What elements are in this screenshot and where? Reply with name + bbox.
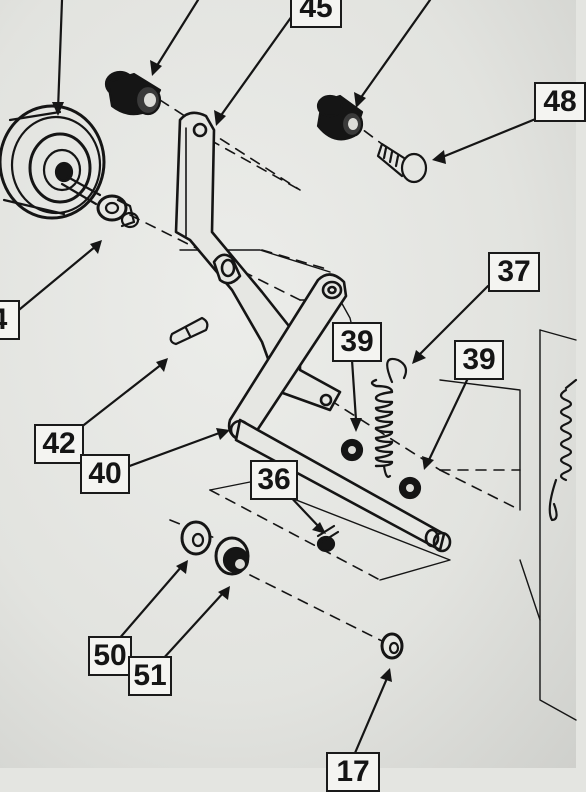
callout-label-48: 48 bbox=[534, 82, 586, 122]
callout-label-37: 37 bbox=[488, 252, 540, 292]
nut-left bbox=[340, 438, 364, 462]
callout-label-17: 17 bbox=[326, 752, 380, 792]
screw bbox=[316, 524, 340, 553]
callout-label-4: 4 bbox=[0, 300, 20, 340]
callout-label-50: 50 bbox=[88, 636, 132, 676]
nut-right bbox=[398, 476, 422, 500]
callout-label-51: 51 bbox=[128, 656, 172, 696]
roll-pin bbox=[169, 316, 209, 346]
callout-label-39-right: 39 bbox=[454, 340, 504, 380]
callout-label-36: 36 bbox=[250, 460, 298, 500]
spacer bbox=[214, 536, 250, 576]
bolt bbox=[376, 142, 428, 184]
washer-large bbox=[180, 520, 212, 556]
callout-label-40: 40 bbox=[80, 454, 130, 494]
leader-lines bbox=[12, 0, 540, 762]
callout-label-45: 45 bbox=[290, 0, 342, 28]
lever-arm bbox=[174, 111, 342, 412]
exploded-view-drawing bbox=[0, 0, 578, 762]
callout-label-39-left: 39 bbox=[332, 322, 382, 362]
rubber-bumper-right bbox=[316, 94, 364, 141]
shaft-lever bbox=[227, 273, 452, 553]
bushing bbox=[96, 194, 140, 229]
spring-right bbox=[548, 378, 578, 522]
washer-small bbox=[380, 632, 404, 660]
pulley bbox=[0, 104, 106, 220]
frame-lines bbox=[179, 249, 577, 721]
rubber-bumper-left bbox=[104, 70, 162, 116]
spring bbox=[370, 357, 408, 478]
callout-label-42: 42 bbox=[34, 424, 84, 464]
